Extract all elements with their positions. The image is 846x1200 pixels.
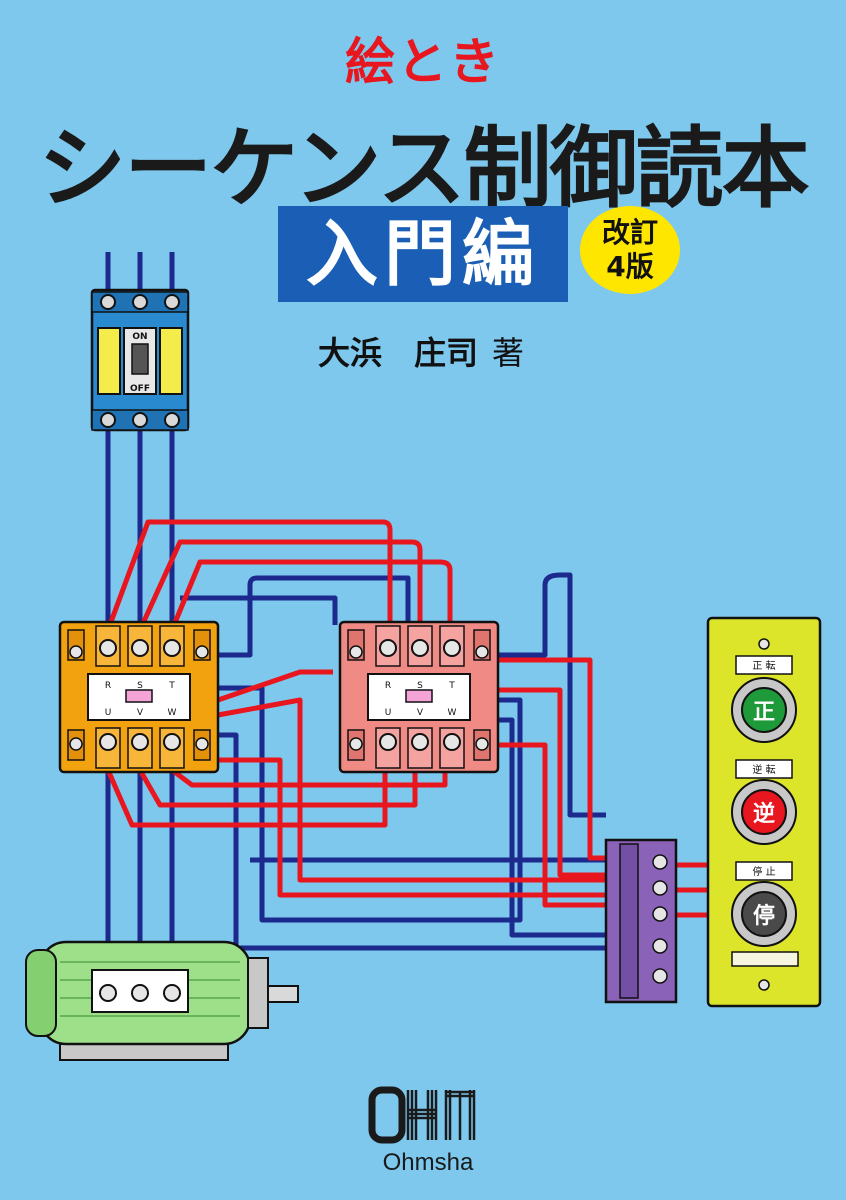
contactor-1-label-t: T [168, 681, 175, 691]
publisher-name: Ohmsha [383, 1149, 474, 1176]
breaker-on-label: ON [132, 332, 147, 342]
edition-badge: 改訂 4版 [580, 206, 680, 294]
series-label: 入門編 [278, 206, 568, 302]
terminal-block [604, 838, 678, 1004]
contactor-2-label-t: T [448, 681, 455, 691]
forward-button-header: 正 転 [752, 660, 775, 672]
reverse-button-char: 逆 [753, 801, 775, 827]
reverse-button-header: 逆 転 [752, 763, 775, 776]
contactor-2-label-u: U [385, 708, 392, 718]
publisher-logo [368, 1086, 476, 1144]
author: 大浜 庄司著 [318, 328, 524, 374]
contactor-2-label-v: V [417, 708, 424, 718]
contactor-forward: R S T U V W [58, 620, 220, 774]
contactor-2-label-r: R [385, 681, 391, 691]
contactor-1-label-u: U [105, 708, 112, 718]
push-button-station: 正 転 正 逆 転 逆 停 止 停 [706, 616, 822, 1008]
author-name: 大浜 庄司 [318, 334, 479, 372]
contactor-2-label-s: S [417, 681, 423, 691]
motor [25, 940, 299, 1061]
contactor-reverse: R S T U V W [338, 620, 500, 774]
breaker-off-label: OFF [130, 384, 150, 394]
book-title: シーケンス制御読本 [38, 117, 810, 220]
edition-line-1: 改訂 [601, 216, 658, 249]
circuit-breaker: ON OFF [90, 288, 190, 432]
stop-button-char: 停 [753, 903, 775, 929]
contactor-1-label-s: S [137, 681, 143, 691]
contactor-1-label-v: V [137, 708, 144, 718]
contactor-2-label-w: W [448, 708, 457, 718]
forward-button-char: 正 [753, 700, 775, 725]
author-role: 著 [492, 334, 525, 372]
contactor-1-label-r: R [105, 681, 111, 691]
stop-button-header: 停 止 [752, 865, 775, 878]
edition-line-2: 4版 [606, 250, 654, 283]
subtitle-top: 絵とき [345, 33, 501, 91]
red-wires [105, 519, 735, 918]
contactor-1-label-w: W [168, 708, 177, 718]
